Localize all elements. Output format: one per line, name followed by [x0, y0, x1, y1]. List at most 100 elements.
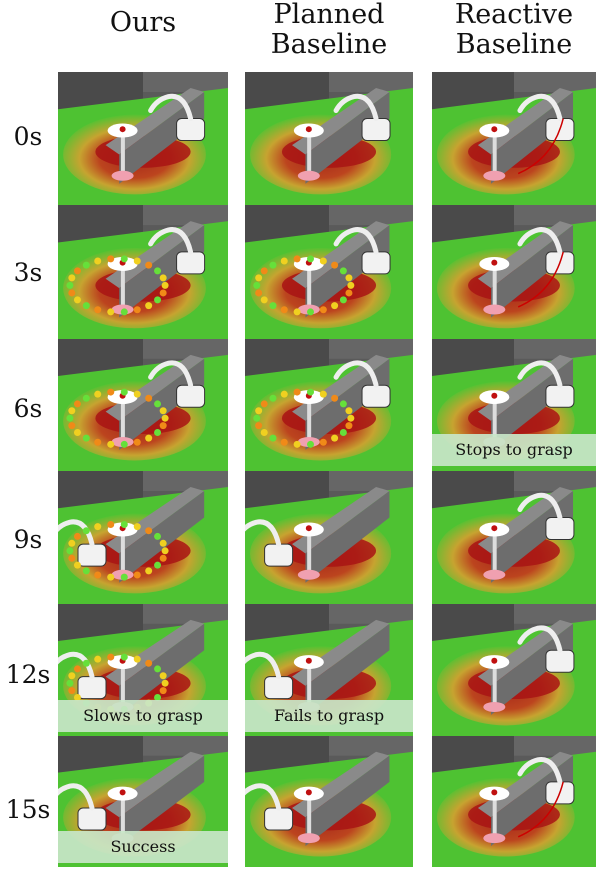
scene-planned-3: [245, 471, 413, 604]
target-object: [491, 126, 498, 133]
trajectory-sphere: [68, 274, 76, 282]
target-object: [119, 126, 126, 133]
scene-reactive-5: [432, 736, 596, 867]
robot-arm: [148, 360, 194, 388]
scene-planned-5: [245, 736, 413, 867]
robot-arm: [517, 625, 563, 653]
wall: [292, 751, 390, 818]
trajectory-sphere: [269, 434, 277, 442]
pedestal-base: [297, 569, 320, 580]
wall: [292, 486, 390, 554]
trajectory-sphere: [306, 308, 314, 316]
wall: [477, 619, 574, 686]
trajectory-sphere: [68, 672, 76, 680]
trajectory-sphere: [73, 428, 81, 436]
column-title: Ours: [109, 7, 177, 38]
row-label-15s: 15s: [5, 795, 51, 824]
column-title-line1: Reactive: [454, 0, 574, 30]
trajectory-sphere: [159, 274, 167, 282]
robot-base: [545, 384, 575, 408]
trajectory-sphere: [331, 261, 339, 269]
robot-arm: [245, 519, 282, 547]
trajectory-sphere: [145, 567, 153, 575]
trajectory-sphere: [280, 257, 288, 265]
trajectory-sphere: [161, 679, 169, 687]
wall: [105, 751, 205, 818]
trajectory-sphere: [73, 665, 81, 673]
scene-ours-0: [58, 72, 228, 205]
trajectory-sphere: [120, 255, 128, 263]
trajectory-sphere: [120, 653, 128, 661]
trajectory-sphere: [306, 255, 314, 263]
caption-slows-to-grasp: Slows to grasp: [58, 700, 228, 732]
target-object: [491, 789, 498, 796]
robot-base: [176, 384, 206, 408]
trajectory-sphere: [345, 407, 353, 415]
trajectory-sphere: [145, 302, 153, 310]
trajectory-sphere: [107, 573, 115, 581]
trajectory-sphere: [255, 289, 263, 297]
trajectory-sphere: [159, 407, 167, 415]
trajectory-sphere: [82, 261, 90, 269]
column-title-line1: Planned: [273, 0, 385, 30]
trajectory-sphere: [293, 388, 301, 396]
trajectory-line: [517, 118, 564, 175]
trajectory-sphere: [159, 672, 167, 680]
scene-reactive-3: [432, 471, 596, 604]
trajectory-sphere: [161, 414, 169, 422]
trajectory-sphere: [154, 296, 162, 304]
trajectory-sphere: [306, 388, 314, 396]
scene-ours-3: [58, 471, 228, 604]
trajectory-sphere: [82, 302, 90, 310]
trajectory-sphere: [145, 394, 153, 402]
robot-arm: [245, 783, 282, 811]
pedestal-base: [297, 833, 320, 844]
trajectory-sphere: [82, 394, 90, 402]
scene-reactive-0: [432, 72, 596, 205]
wall: [292, 619, 390, 686]
target-object: [305, 789, 312, 796]
robot-arm: [148, 93, 194, 122]
target-object: [491, 259, 498, 266]
trajectory-sphere: [255, 274, 263, 282]
target-object: [305, 525, 312, 532]
wall: [105, 354, 205, 421]
trajectory-sphere: [260, 400, 268, 408]
robot-arm: [517, 492, 563, 521]
wall: [292, 354, 390, 421]
trajectory-sphere: [82, 434, 90, 442]
target-object: [491, 392, 498, 399]
trajectory-sphere: [293, 440, 301, 448]
robot-arm: [517, 227, 563, 255]
scene-ours-1: [58, 205, 228, 339]
trajectory-sphere: [73, 693, 81, 701]
trajectory-sphere: [145, 659, 153, 667]
robot-base: [264, 807, 294, 831]
trajectory-sphere: [68, 687, 76, 695]
trajectory-sphere: [82, 567, 90, 575]
trajectory-sphere: [107, 255, 115, 263]
row-label-9s: 9s: [13, 525, 43, 554]
pedestal-base: [483, 304, 506, 315]
trajectory-sphere: [345, 422, 353, 430]
scene-planned-1: [245, 205, 413, 339]
trajectory-sphere: [73, 400, 81, 408]
row-label-12s: 12s: [5, 660, 51, 689]
trajectory-sphere: [255, 422, 263, 430]
robot-base: [361, 118, 391, 142]
robot-base: [545, 649, 575, 673]
caption-fails-to-grasp: Fails to grasp: [245, 700, 413, 732]
wall: [477, 751, 574, 818]
caption-success: Success: [58, 831, 228, 863]
robot-arm: [517, 757, 563, 785]
trajectory-sphere: [73, 296, 81, 304]
trajectory-sphere: [68, 289, 76, 297]
trajectory-sphere: [347, 281, 355, 289]
trajectory-sphere: [319, 306, 327, 314]
trajectory-sphere: [66, 679, 74, 687]
row-label-3s: 3s: [13, 258, 43, 287]
trajectory-sphere: [260, 267, 268, 275]
trajectory-sphere: [280, 390, 288, 398]
robot-base: [176, 251, 206, 275]
trajectory-sphere: [107, 388, 115, 396]
